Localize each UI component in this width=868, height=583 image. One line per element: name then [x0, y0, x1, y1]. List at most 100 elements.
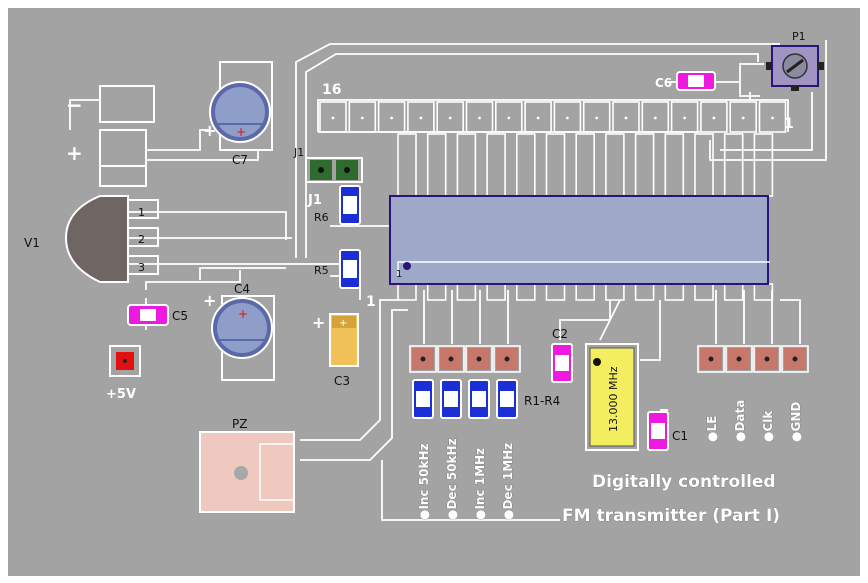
capacitor-c5[interactable] — [127, 304, 169, 326]
v1-label: V1 — [24, 236, 40, 250]
header-pad — [553, 101, 582, 133]
header-last-label: 1 — [784, 116, 794, 132]
ic-chip[interactable] — [389, 195, 769, 285]
capacitor-c6[interactable] — [676, 71, 716, 91]
power-input-pads — [99, 85, 155, 187]
signal-connector: ●LE ●Data ●Clk ●GND — [697, 345, 809, 442]
minus-sign: − — [66, 93, 83, 117]
button-resistor-body — [500, 391, 514, 407]
header-pad — [494, 101, 523, 133]
header-pad — [524, 101, 552, 133]
c3-label: C3 — [334, 374, 350, 388]
button-label: ●Dec 50kHz — [445, 438, 459, 520]
button-resistor-body — [444, 391, 458, 407]
capacitor-c4[interactable]: + — [211, 295, 275, 381]
button-pad-hole — [448, 356, 454, 362]
button-pad-frame — [437, 345, 465, 373]
header-pad — [348, 101, 377, 133]
c1-label: C1 — [672, 429, 688, 443]
p1-label: P1 — [792, 30, 806, 43]
capacitor-c3[interactable]: + — [329, 313, 359, 367]
header-pad-hole — [536, 116, 540, 120]
c4-plus-sign: + — [203, 291, 216, 310]
power-pad-5v[interactable] — [109, 345, 141, 377]
potentiometer-p1[interactable] — [766, 45, 824, 91]
signal-pad-hole — [708, 356, 714, 362]
header-pad — [465, 101, 494, 133]
header-pad-hole — [566, 116, 569, 120]
button-pad-frame — [409, 345, 437, 373]
c2-label: C2 — [552, 327, 568, 341]
header-pad — [582, 101, 611, 133]
header-pad-hole — [507, 116, 511, 120]
signal-label: ●GND — [789, 402, 803, 442]
crystal-oscillator[interactable] — [585, 343, 639, 451]
svg-text:+: + — [238, 307, 248, 321]
v1-pin1-label: 1 — [138, 206, 145, 219]
button-label: ●Inc 50kHz — [417, 444, 431, 520]
header-pad — [641, 101, 670, 133]
c4-label: C4 — [234, 282, 250, 296]
button-pad-frame — [493, 345, 521, 373]
header-first-label: 16 — [322, 82, 341, 98]
button-resistor-body — [472, 391, 486, 407]
header-pad-hole — [712, 116, 716, 120]
svg-text:+: + — [339, 318, 347, 329]
title-line-1: Digitally controlled — [592, 472, 776, 492]
ic-pin1-dot — [403, 262, 411, 270]
power-5v-label: +5V — [106, 387, 136, 402]
ic-internal-trace — [397, 261, 770, 276]
header-pad-hole — [360, 116, 364, 120]
header-pad-hole — [741, 116, 745, 120]
button-label: ●Dec 1MHz — [501, 443, 515, 520]
capacitor-c2[interactable] — [551, 343, 573, 383]
header-pad — [612, 101, 640, 133]
header-pad-hole — [448, 116, 452, 120]
c3-plus-sign: + — [312, 313, 325, 332]
title-line-2: FM transmitter (Part I) — [562, 506, 780, 526]
button-pad-hole — [420, 356, 426, 362]
header-pad — [319, 101, 347, 133]
button-pad-hole — [476, 356, 482, 362]
header-pad-hole — [624, 116, 628, 120]
crystal-frequency-label: 13.000 MHz — [607, 366, 620, 432]
resistor-array-marker: 1 — [366, 294, 376, 310]
jumper-j1[interactable] — [305, 157, 363, 183]
button-inputs: ●Inc 50kHz ●Dec 50kHz ●Inc 1MHz ●Dec 1MHz — [409, 345, 521, 520]
capacitor-c7[interactable]: + — [209, 61, 273, 151]
header-pad — [377, 101, 406, 133]
button-resistor-body — [416, 391, 430, 407]
voltage-regulator-v1[interactable] — [64, 195, 159, 283]
signal-label: ●Clk — [761, 410, 775, 442]
header-pad-hole — [419, 116, 423, 120]
signal-pad-hole — [792, 356, 798, 362]
r1r4-label: R1-R4 — [524, 394, 560, 408]
signal-pad-frame — [781, 345, 809, 373]
resistor-r5[interactable] — [339, 249, 361, 289]
header-pad-hole — [478, 116, 481, 120]
signal-label: ●Data — [733, 400, 747, 442]
button-label: ●Inc 1MHz — [473, 448, 487, 520]
resistor-r6[interactable] — [339, 185, 361, 225]
capacitor-c1[interactable] — [647, 411, 669, 451]
c5-label: C5 — [172, 309, 188, 323]
piezo-buzzer-pz[interactable] — [199, 431, 295, 513]
header-pad-hole — [390, 116, 393, 120]
j1-top-label: J1 — [293, 146, 304, 159]
r6-label: R6 — [314, 211, 329, 224]
signal-pad-frame — [725, 345, 753, 373]
pz-label: PZ — [232, 417, 247, 431]
header-pad — [670, 101, 699, 133]
plus-sign: + — [66, 141, 83, 165]
header-pad-hole — [595, 116, 599, 120]
signal-label: ●LE — [705, 416, 719, 442]
header-pad-hole — [331, 116, 335, 120]
v1-pin2-label: 2 — [138, 233, 145, 246]
header-pad — [407, 101, 435, 133]
header-pad-hole — [683, 116, 686, 120]
ic-pin1-label: 1 — [396, 269, 402, 280]
header-pad-hole — [771, 116, 774, 120]
signal-pad-frame — [697, 345, 725, 373]
signal-pad-hole — [764, 356, 770, 362]
